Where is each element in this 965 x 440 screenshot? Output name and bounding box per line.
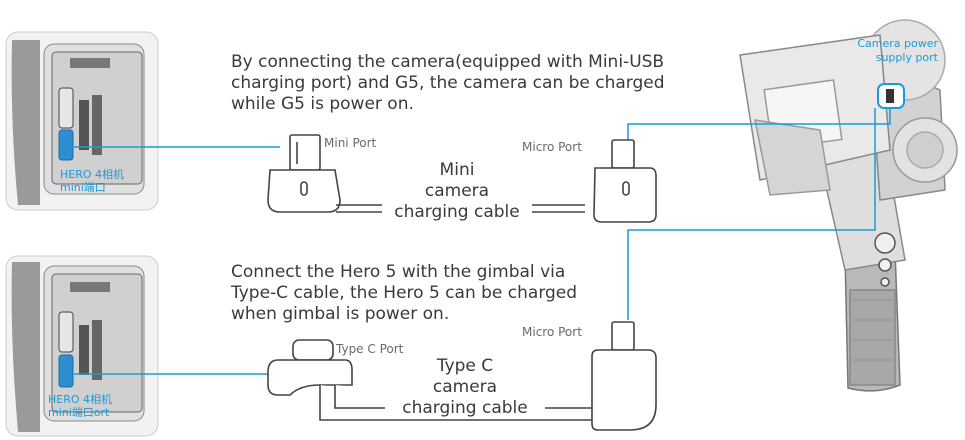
- connection-lines: [74, 108, 891, 375]
- bottom-micro-port-label: Micro Port: [522, 325, 582, 339]
- hero4-camera-image-top: [5, 31, 159, 211]
- mini-cable: [267, 134, 657, 223]
- bottom-description: Connect the Hero 5 with the gimbal via T…: [231, 262, 578, 324]
- bottom-camera-port-label: HERO 4相机 mini端口ort: [48, 393, 113, 419]
- top-description: By connecting the camera(equipped with M…: [231, 52, 665, 114]
- type-c-cable-label: Type C camera charging cable: [385, 356, 545, 419]
- gimbal-illustration: [739, 19, 958, 392]
- hero4-camera-image-bottom: [5, 255, 159, 437]
- mini-port-label: Mini Port: [324, 136, 377, 150]
- camera-power-supply-port-label: Camera power supply port: [857, 37, 938, 64]
- type-c-port-label: Type C Port: [336, 342, 404, 356]
- top-micro-port-label: Micro Port: [522, 140, 582, 154]
- top-camera-port-label: HERO 4相机 mini端口: [60, 168, 125, 194]
- mini-cable-label: Mini camera charging cable: [382, 160, 532, 223]
